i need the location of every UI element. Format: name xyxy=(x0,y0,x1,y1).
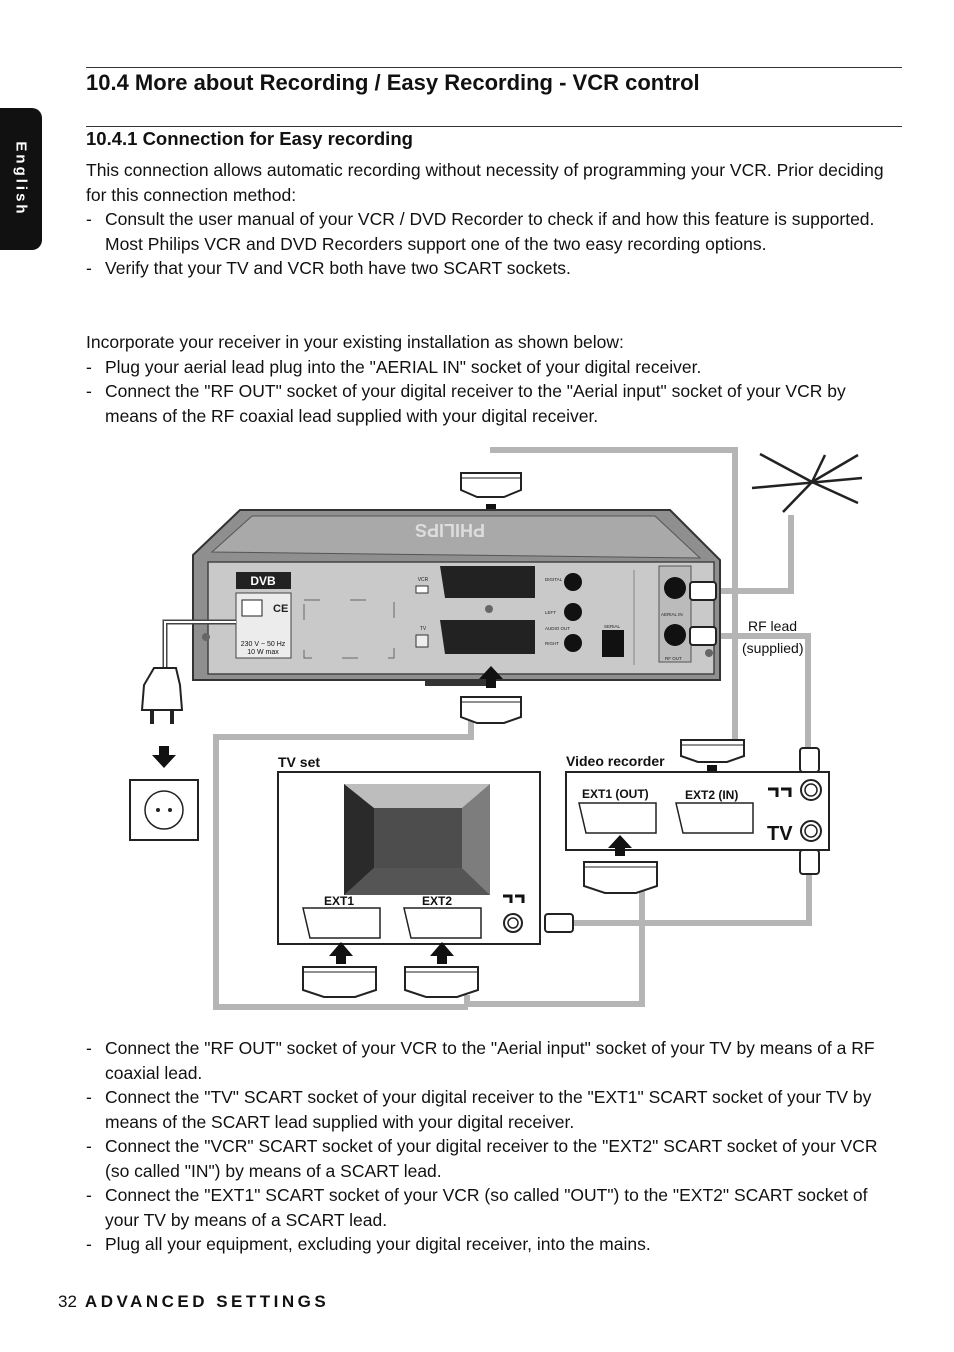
step-item: -Connect the "EXT1" SCART socket of your… xyxy=(86,1185,868,1230)
language-tab: English xyxy=(0,108,42,250)
dvb-logo: DVB xyxy=(250,574,276,588)
scart-cable-receiver-vcr xyxy=(490,447,738,755)
step-item: -Connect the "RF OUT" socket of your VCR… xyxy=(86,1038,875,1083)
vcr-aerial-icon xyxy=(768,787,792,797)
scart-cable-vcr-tv xyxy=(464,890,645,1007)
label-aerial-in: AERIAL IN xyxy=(661,612,683,617)
scart-plug-receiver-bottom xyxy=(460,696,522,724)
ce-mark: CE xyxy=(273,603,288,615)
scart-vcr-label: VCR xyxy=(418,577,429,583)
scart-cable-receiver-tv xyxy=(213,720,474,1010)
rf-cable-vcr-tv xyxy=(572,872,812,926)
label-rf-out: RF OUT xyxy=(665,656,682,661)
intro-bullet: -Verify that your TV and VCR both have t… xyxy=(86,258,571,278)
scart-plug-vcr-bottom xyxy=(583,861,658,894)
intro-block: This connection allows automatic recordi… xyxy=(86,158,901,281)
tv-ext2-label: EXT2 xyxy=(422,894,452,908)
video-recorder: EXT1 (OUT) EXT2 (IN) TV xyxy=(565,747,830,875)
install-bullet: -Plug your aerial lead plug into the "AE… xyxy=(86,356,702,377)
page-number: 32 xyxy=(58,1292,77,1311)
tv-set: EXT1 EXT2 xyxy=(277,771,574,945)
rf-lead-label: RF lead xyxy=(748,618,797,634)
arrow-down-wall xyxy=(152,746,176,768)
tv-set-label: TV set xyxy=(278,754,320,770)
scart-plug-tv-ext2 xyxy=(404,966,479,998)
arrow-up-tv-ext2 xyxy=(430,942,454,964)
arrow-up-receiver xyxy=(479,666,503,688)
wall-socket xyxy=(129,779,199,841)
lid-brand: PHILIPS xyxy=(415,520,485,540)
aerial-cable xyxy=(717,515,794,594)
step-item: -Plug all your equipment, excluding your… xyxy=(86,1234,651,1254)
step-item: -Connect the "VCR" SCART socket of your … xyxy=(86,1136,878,1181)
tv-aerial-icon xyxy=(503,894,525,903)
steps-block: -Connect the "RF OUT" socket of your VCR… xyxy=(86,1036,901,1257)
aerial-icon xyxy=(751,452,863,513)
label-audio-out: AUDIO OUT xyxy=(545,626,570,631)
rf-lead-note: (supplied) xyxy=(742,640,803,656)
intro-bullet: -Consult the user manual of your VCR / D… xyxy=(86,209,875,254)
vcr-ext2-label: EXT2 (IN) xyxy=(685,788,738,802)
label-left: LEFT xyxy=(545,610,556,615)
subsection-rule xyxy=(86,126,902,127)
subsection-title: 10.4.1 Connection for Easy recording xyxy=(86,128,413,149)
scart-plug-tv-ext1 xyxy=(302,966,377,998)
power-max: 10 W max xyxy=(247,649,279,656)
page-footer: 32 ADVANCED SETTINGS xyxy=(58,1292,329,1312)
step-item: -Connect the "TV" SCART socket of your d… xyxy=(86,1087,872,1132)
label-serial: SERIAL xyxy=(604,624,621,629)
install-paragraph: Incorporate your receiver in your existi… xyxy=(86,332,624,352)
tv-ext1-label: EXT1 xyxy=(324,894,354,908)
cable-paths xyxy=(213,447,812,1010)
scart-tv-label: TV xyxy=(420,626,427,632)
scart-plug-top xyxy=(460,472,522,498)
intro-paragraph: This connection allows automatic recordi… xyxy=(86,160,884,205)
section-title: 10.4 More about Recording / Easy Recordi… xyxy=(86,70,700,95)
arrow-up-tv-ext1 xyxy=(329,942,353,964)
video-recorder-label: Video recorder xyxy=(566,753,665,769)
label-digital: DIGITAL xyxy=(545,577,563,582)
label-right: RIGHT xyxy=(545,641,559,646)
power-rating: 230 V ~ 50 Hz xyxy=(241,641,286,648)
power-cable xyxy=(140,619,236,724)
rf-cable-receiver-vcr xyxy=(717,633,811,748)
vcr-ext1-label: EXT1 (OUT) xyxy=(582,787,649,801)
install-bullet: -Connect the "RF OUT" socket of your dig… xyxy=(86,381,846,426)
footer-section: ADVANCED SETTINGS xyxy=(84,1292,330,1311)
scart-plug-vcr-top xyxy=(680,739,745,763)
vcr-tv-socket-label: TV xyxy=(767,823,793,845)
install-block: Incorporate your receiver in your existi… xyxy=(86,330,901,428)
header-rule xyxy=(86,67,902,68)
arrow-up-vcr-ext1 xyxy=(608,835,632,856)
receiver: PHILIPS DVB CE 230 V ~ 50 Hz 10 W max VC… xyxy=(192,509,721,686)
